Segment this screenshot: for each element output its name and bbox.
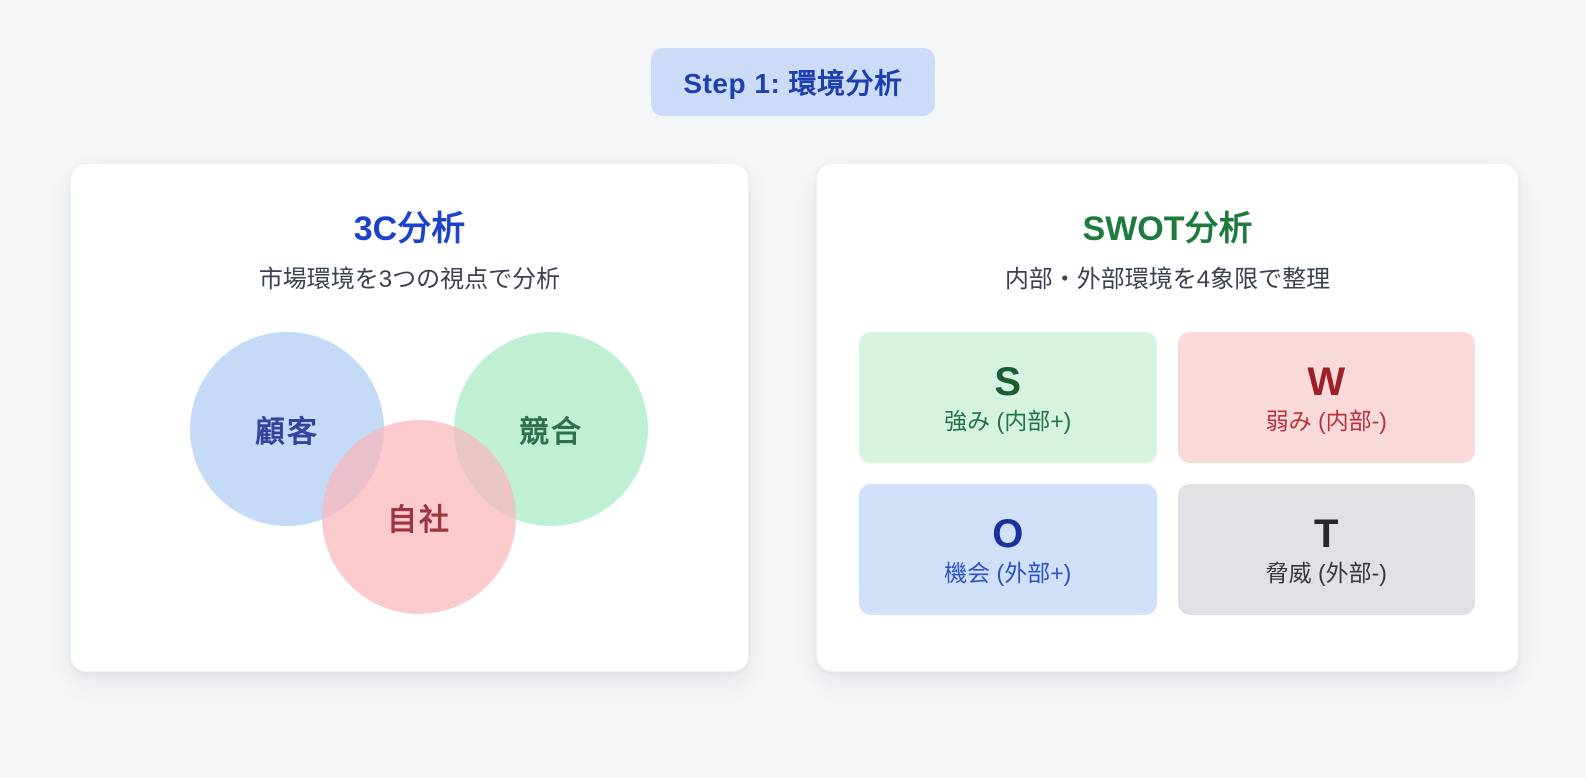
step-badge: Step 1: 環境分析 bbox=[651, 48, 935, 116]
card-title-3c: 3C分析 bbox=[353, 210, 466, 248]
venn-label-customer: 顧客 bbox=[255, 416, 319, 449]
swot-letter-s: S bbox=[994, 360, 1022, 405]
swot-caption-threats: 脅威 (外部-) bbox=[1265, 560, 1387, 587]
card-3c-analysis: 3C分析 市場環境を3つの視点で分析 顧客 競合 自社 bbox=[70, 163, 749, 672]
venn-circle-customer: 顧客 bbox=[190, 332, 384, 526]
swot-caption-opportunities: 機会 (外部+) bbox=[944, 560, 1072, 587]
swot-letter-t: T bbox=[1314, 512, 1339, 557]
swot-quadrant-weaknesses: W 弱み (内部-) bbox=[1177, 332, 1475, 463]
card-subtitle-swot: 内部・外部環境を4象限で整理 bbox=[1004, 266, 1331, 293]
card-subtitle-3c: 市場環境を3つの視点で分析 bbox=[258, 266, 561, 293]
swot-letter-o: O bbox=[992, 512, 1024, 557]
swot-letter-w: W bbox=[1307, 360, 1346, 405]
venn-label-competitor: 競合 bbox=[519, 416, 583, 449]
swot-grid: S 強み (内部+) W 弱み (内部-) O 機会 (外部+) T 脅威 (外… bbox=[859, 332, 1475, 615]
swot-quadrant-strengths: S 強み (内部+) bbox=[859, 332, 1157, 463]
venn-circle-company: 自社 bbox=[322, 420, 516, 614]
swot-quadrant-opportunities: O 機会 (外部+) bbox=[859, 484, 1157, 615]
card-title-swot: SWOT分析 bbox=[1082, 210, 1253, 248]
swot-quadrant-threats: T 脅威 (外部-) bbox=[1177, 484, 1475, 615]
venn-label-company: 自社 bbox=[387, 504, 451, 537]
swot-caption-weaknesses: 弱み (内部-) bbox=[1265, 408, 1387, 435]
cards-row: 3C分析 市場環境を3つの視点で分析 顧客 競合 自社 SWOT分析 内部・外部… bbox=[70, 163, 1519, 672]
card-swot-analysis: SWOT分析 内部・外部環境を4象限で整理 S 強み (内部+) W 弱み (内… bbox=[816, 163, 1519, 672]
swot-caption-strengths: 強み (内部+) bbox=[944, 408, 1072, 435]
venn-diagram-3c: 顧客 競合 自社 bbox=[71, 332, 748, 622]
